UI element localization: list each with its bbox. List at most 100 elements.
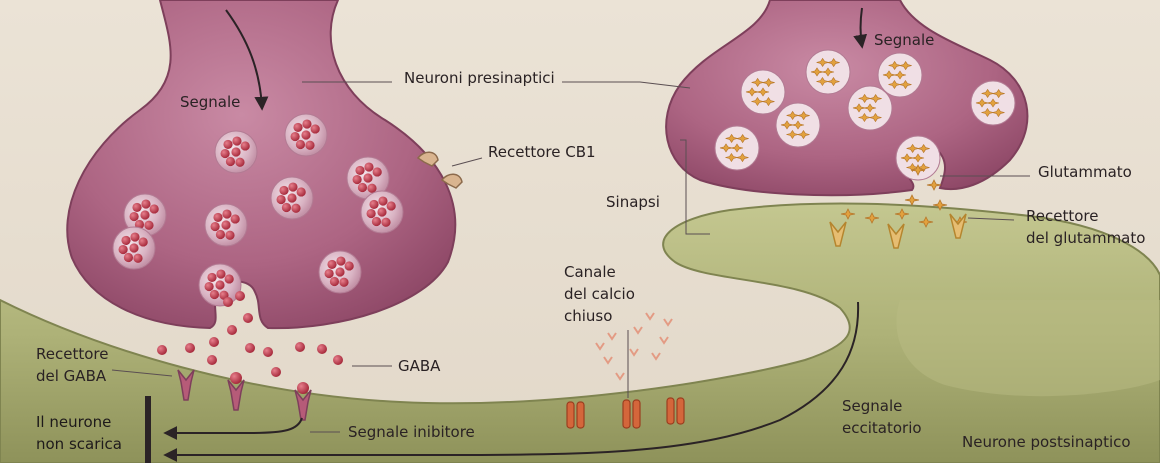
gaba-particle [223,140,232,149]
gaba-particle [231,214,240,223]
gaba-particle [339,278,348,287]
gaba-particle [213,213,222,222]
label-segnale-right: Segnale [874,30,934,51]
gaba-particle [129,243,138,252]
gaba-particle [139,237,148,246]
gaba-particle [141,199,150,208]
label-recettore-glutammato-line2: del glutammato [1026,228,1145,249]
label-canale-calcio-line3: chiuso [564,306,612,327]
label-neurone-non-scarica-line1: Il neurone [36,412,111,433]
gaba-particle [215,280,224,289]
label-segnale-eccitatorio-line2: eccitatorio [842,418,922,439]
gaba-particle [150,204,159,213]
label-canale-calcio-line2: del calcio [564,284,635,305]
gaba-particle [293,123,302,132]
gaba-particle [302,119,311,128]
label-recettore-glutammato-line1: Recettore [1026,206,1098,227]
gaba-particle [130,232,139,241]
gaba-particle [373,167,382,176]
gaba-molecule [209,337,219,347]
gaba-particle [232,136,241,145]
label-recettore-gaba-line2: del GABA [36,366,106,387]
bound-gaba [297,382,309,394]
label-recettore-cb1: Recettore CB1 [488,142,596,163]
gaba-particle [297,187,306,196]
gaba-particle [221,220,230,229]
gaba-particle [345,261,354,270]
gaba-particle [355,166,364,175]
bound-gaba [230,372,242,384]
label-neurone-non-scarica-line2: non scarica [36,434,122,455]
gaba-particle [287,193,296,202]
gaba-molecule [185,343,195,353]
gaba-particle [144,221,153,230]
gaba-particle [336,256,345,265]
gaba-particle [279,186,288,195]
gaba-particle [282,203,291,212]
label-segnale-left: Segnale [180,92,240,113]
gaba-particle [216,269,225,278]
gaba-molecule [263,347,273,357]
gaba-particle [231,147,240,156]
label-segnale-inibitore: Segnale inibitore [348,422,475,443]
gaba-molecule [271,367,281,377]
gaba-particle [241,141,250,150]
gaba-particle [119,245,128,254]
gaba-molecule [235,291,245,301]
gaba-molecule [243,313,253,323]
label-canale-calcio-line1: Canale [564,262,616,283]
gaba-particle [235,158,244,167]
gaba-particle [216,230,225,239]
gaba-particle [291,132,300,141]
gaba-particle [121,236,130,245]
label-neurone-postsinaptico: Neurone postsinaptico [962,432,1131,453]
gaba-particle [301,130,310,139]
gaba-molecule [333,355,343,365]
gaba-particle [358,183,367,192]
gaba-particle [377,207,386,216]
gaba-particle [367,209,376,218]
gaba-particle [130,212,139,221]
gaba-particle [381,218,390,227]
gaba-particle [353,175,362,184]
gaba-molecule [227,325,237,335]
gaba-particle [327,260,336,269]
gaba-molecule [245,343,255,353]
gaba-particle [335,267,344,276]
gaba-particle [207,273,216,282]
gaba-molecule [157,345,167,355]
gaba-particle [311,124,320,133]
gaba-particle [205,282,214,291]
gaba-particle [296,140,305,149]
gaba-particle [372,217,381,226]
gaba-molecule [207,355,217,365]
gaba-particle [378,196,387,205]
gaba-particle [288,182,297,191]
gaba-particle [387,201,396,210]
gaba-particle [210,290,219,299]
gaba-particle [221,149,230,158]
gaba-particle [211,222,220,231]
gaba-molecule [223,297,233,307]
gaba-particle [225,274,234,283]
label-gaba: GABA [398,356,440,377]
gaba-molecule [295,342,305,352]
gaba-particle [133,254,142,263]
gaba-particle [330,277,339,286]
label-recettore-gaba-line1: Recettore [36,344,108,365]
gaba-particle [363,173,372,182]
label-segnale-eccitatorio-line1: Segnale [842,396,902,417]
gaba-particle [369,200,378,209]
gaba-particle [367,184,376,193]
label-sinapsi: Sinapsi [606,192,660,213]
label-glutammato: Glutammato [1038,162,1132,183]
gaba-particle [305,141,314,150]
gaba-particle [226,157,235,166]
gaba-molecule [317,344,327,354]
gaba-particle [132,203,141,212]
gaba-particle [325,269,334,278]
label-neuroni-presinaptici: Neuroni presinaptici [404,68,555,89]
gaba-particle [225,231,234,240]
